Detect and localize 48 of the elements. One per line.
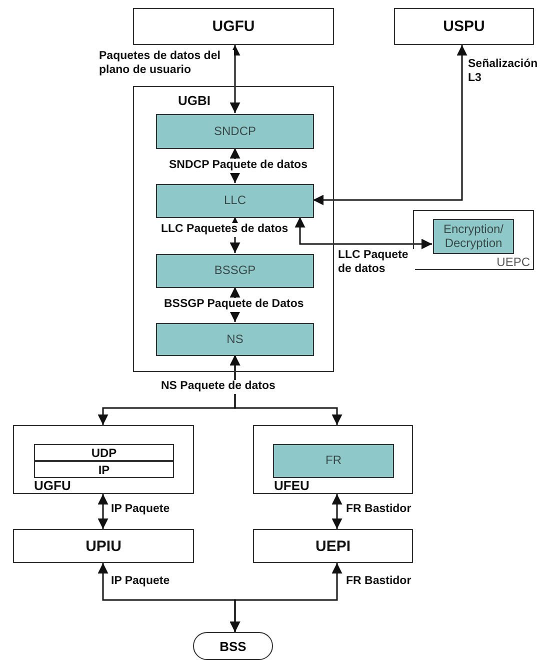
edge-label: IP Paquete <box>110 575 171 589</box>
connector-arrow <box>98 494 108 529</box>
connector-arrow <box>294 217 432 250</box>
edge-label: LLC Paquetes de datos <box>160 223 290 237</box>
connector-arrow <box>230 45 240 113</box>
group-label: UEPC <box>496 255 530 269</box>
protocol-layer-box <box>156 184 314 218</box>
process-box <box>253 529 413 563</box>
connector-arrow <box>230 563 342 632</box>
group-label: UFEU <box>274 478 310 493</box>
box-label: SNDCP <box>214 124 256 138</box>
edge-label: BSSGP Paquete de Datos <box>163 298 305 312</box>
protocol-layer-box <box>273 444 394 478</box>
group-label: UGFU <box>34 478 71 493</box>
process-box <box>394 8 534 45</box>
process-box <box>133 8 334 45</box>
process-box <box>13 529 194 563</box>
connector-arrow <box>313 45 468 206</box>
box-label: UDP <box>91 446 117 460</box>
edge-label: IP Paquete <box>110 503 171 517</box>
protocol-layer-box <box>433 219 514 254</box>
connector-arrow <box>332 494 342 529</box>
box-label: IP <box>98 462 110 476</box>
box-label: UEPI <box>315 538 350 554</box>
box-label: NS <box>226 332 244 346</box>
edge-label: SNDCP Paquete de datos <box>168 159 308 173</box>
protocol-layer-box <box>156 323 314 356</box>
container-box <box>133 86 334 372</box>
box-label: Encryption/ Decryption <box>442 222 505 250</box>
connector-arrow <box>230 355 342 425</box>
edge-label: NS Paquete de datos <box>160 380 276 394</box>
box-label: UGFU <box>212 18 255 35</box>
terminal-node <box>193 632 273 660</box>
box-label: USPU <box>443 18 485 35</box>
box-label: BSS <box>220 638 246 654</box>
protocol-stack-row <box>34 444 174 461</box>
container-box <box>413 210 534 270</box>
box-label: LLC <box>224 194 246 208</box>
edge-label: Paquetes de datos del plano de usuario <box>98 50 234 78</box>
protocol-layer-box <box>156 254 314 288</box>
protocol-stack-row <box>34 461 174 478</box>
group-label: UGBI <box>178 93 210 108</box>
box-label: BSSGP <box>214 264 256 278</box>
container-box <box>13 425 194 494</box>
box-label: FR <box>326 454 342 468</box>
box-label: UPIU <box>86 538 122 554</box>
container-box <box>253 425 413 494</box>
protocol-layer-box <box>156 114 314 149</box>
